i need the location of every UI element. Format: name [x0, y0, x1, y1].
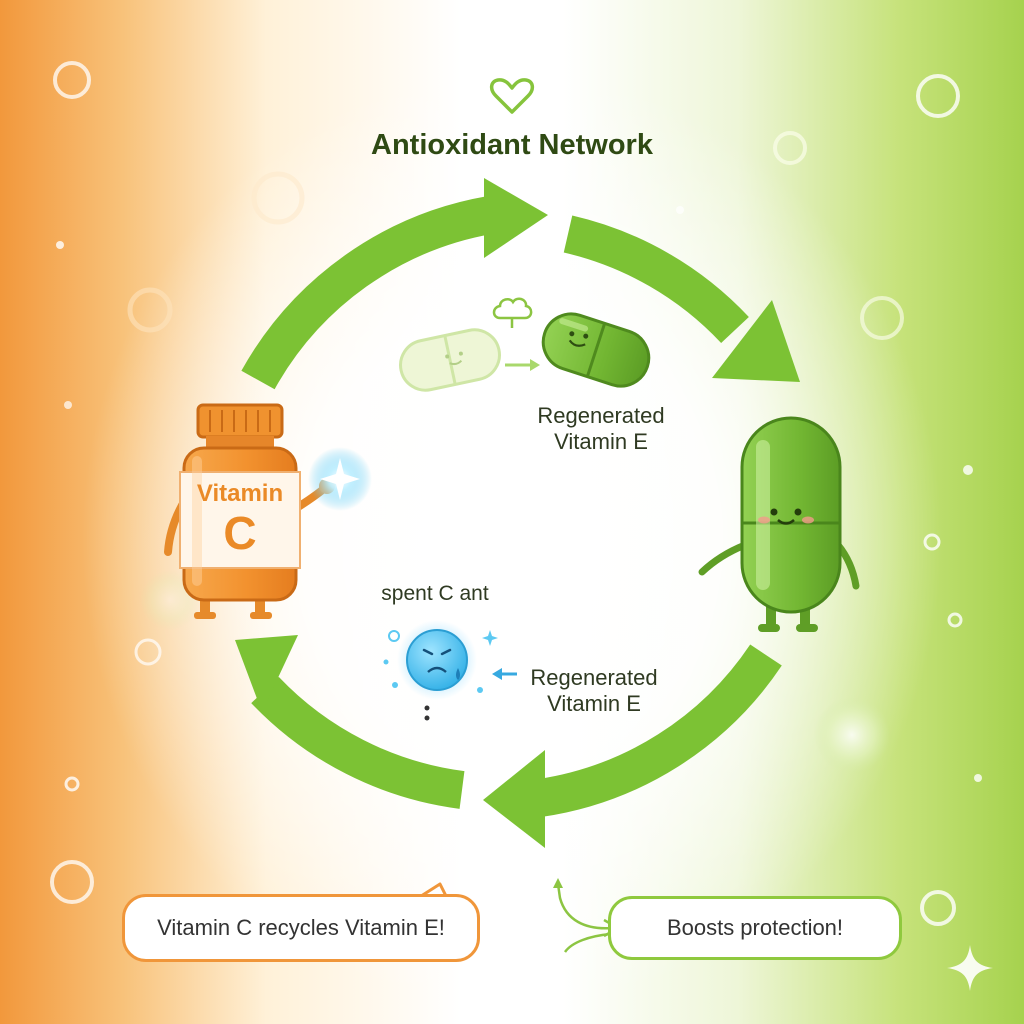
heart-icon: [489, 78, 535, 114]
energy-spark: [308, 447, 372, 511]
cycle-arrow-top-right: [563, 215, 800, 382]
cycle-arrow-bottom-left: [235, 635, 465, 809]
vitamin-e-capsule-character: [698, 416, 860, 632]
regenerated-vitamin-e-label-bottom: Regenerated Vitamin E: [530, 665, 658, 717]
speech-bubble-left-text: Vitamin C recycles Vitamin E!: [157, 915, 445, 940]
transform-arrow: [505, 359, 540, 371]
sparkle-icon: [947, 945, 993, 991]
speech-bubble-left: Vitamin C recycles Vitamin E!: [122, 894, 480, 962]
spent-c-label: spent C ant: [381, 582, 489, 605]
regenerated-vitamin-e-label-top: Regenerated Vitamin E: [537, 403, 665, 455]
page-title: Antioxidant Network: [371, 129, 653, 161]
blue-arrow: [492, 668, 517, 680]
spent-radical-character: [383, 620, 498, 721]
vitamin-c-bottle-label: Vitamin: [196, 480, 284, 507]
speech-bubble-right: Boosts protection!: [608, 896, 902, 960]
speech-bubble-right-text: Boosts protection!: [666, 915, 844, 940]
cloud-icon: [492, 297, 533, 328]
cycle-arrow-top-left: [241, 178, 548, 390]
vitamin-c-bottle-letter: C: [223, 507, 257, 559]
small-vitamin-e-capsule: [541, 312, 651, 388]
cycle-arrow-bottom-right: [483, 644, 782, 848]
faded-vitamin-e-capsule: [399, 328, 501, 392]
